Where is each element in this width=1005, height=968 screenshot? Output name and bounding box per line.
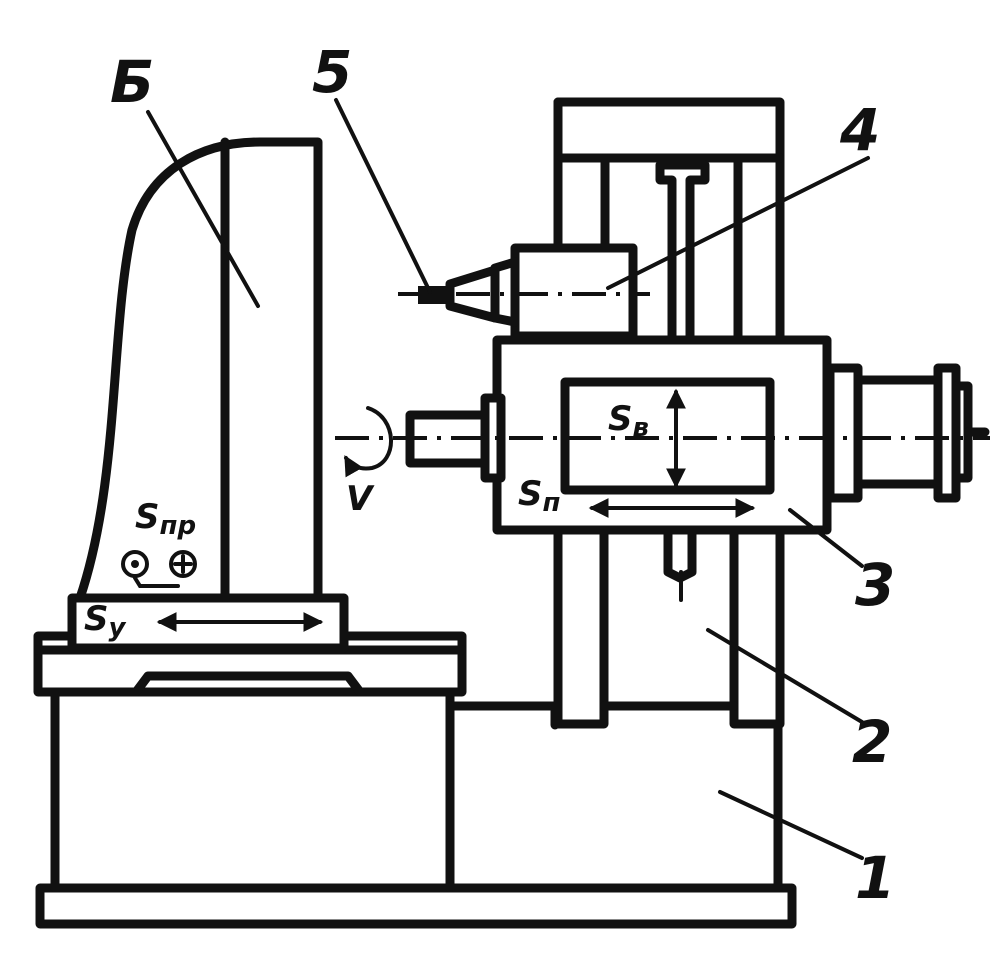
label-rotation-v: V (346, 479, 375, 519)
leader-lines (146, 98, 870, 860)
label-s-longitudinal: Sпр (135, 497, 196, 541)
bed (50, 687, 783, 893)
feed-handwheels (121, 550, 197, 588)
headstock (405, 335, 990, 535)
label-s-vertical: Sв (608, 399, 649, 443)
label-part-5: 5 (312, 38, 352, 106)
column (553, 97, 785, 729)
label-part-1: 1 (855, 844, 895, 912)
rotation-arrow (344, 406, 393, 478)
support-stand (75, 137, 323, 603)
label-s-horizontal: Sп (518, 474, 561, 518)
label-s-transverse: Sу (84, 599, 127, 643)
label-part-4: 4 (839, 96, 880, 164)
base-plate (35, 883, 797, 929)
label-part-2: 2 (852, 708, 892, 776)
label-part-6: Б (110, 48, 154, 116)
label-part-3: 3 (855, 551, 895, 619)
